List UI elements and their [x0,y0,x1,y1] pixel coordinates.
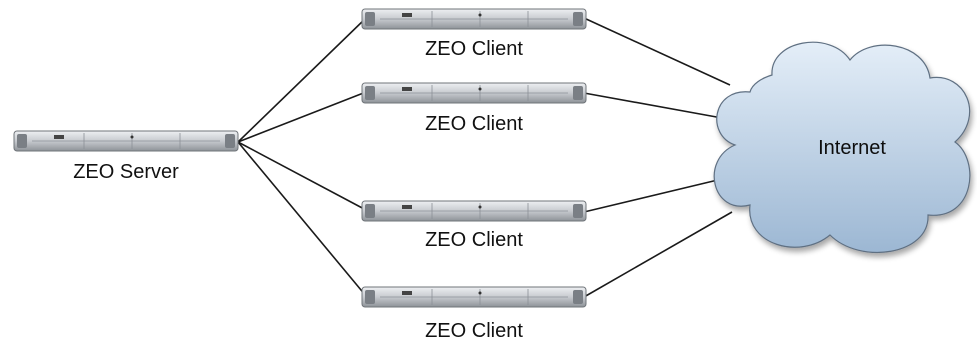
server-rack-icon [13,130,239,152]
link-server-client-1 [237,17,367,143]
server-rack-icon [361,82,587,104]
server-rack-icon [361,286,587,308]
link-client-2-internet [583,92,723,119]
link-server-client-3 [237,141,367,211]
server-label: ZEO Server [73,161,179,183]
server-rack-icon [361,8,587,30]
zeo-client-2: ZEO Client [361,82,587,135]
client-label: ZEO Client [425,113,523,135]
server-rack-icon [361,200,587,222]
link-server-client-4 [237,141,367,297]
cloud-icon [713,41,971,254]
zeo-client-3: ZEO Client [361,200,587,251]
internet-cloud: Internet [713,41,971,254]
connection-lines [237,17,733,298]
link-client-3-internet [583,177,727,213]
client-label: ZEO Client [425,320,523,342]
zeo-client-4: ZEO Client [361,286,587,342]
client-label: ZEO Client [425,229,523,251]
link-client-1-internet [583,17,731,86]
link-server-client-2 [237,91,367,143]
zeo-client-1: ZEO Client [361,8,587,60]
link-client-4-internet [583,211,733,298]
internet-label: Internet [818,137,886,159]
zeo-server: ZEO Server [13,130,239,183]
client-label: ZEO Client [425,38,523,60]
